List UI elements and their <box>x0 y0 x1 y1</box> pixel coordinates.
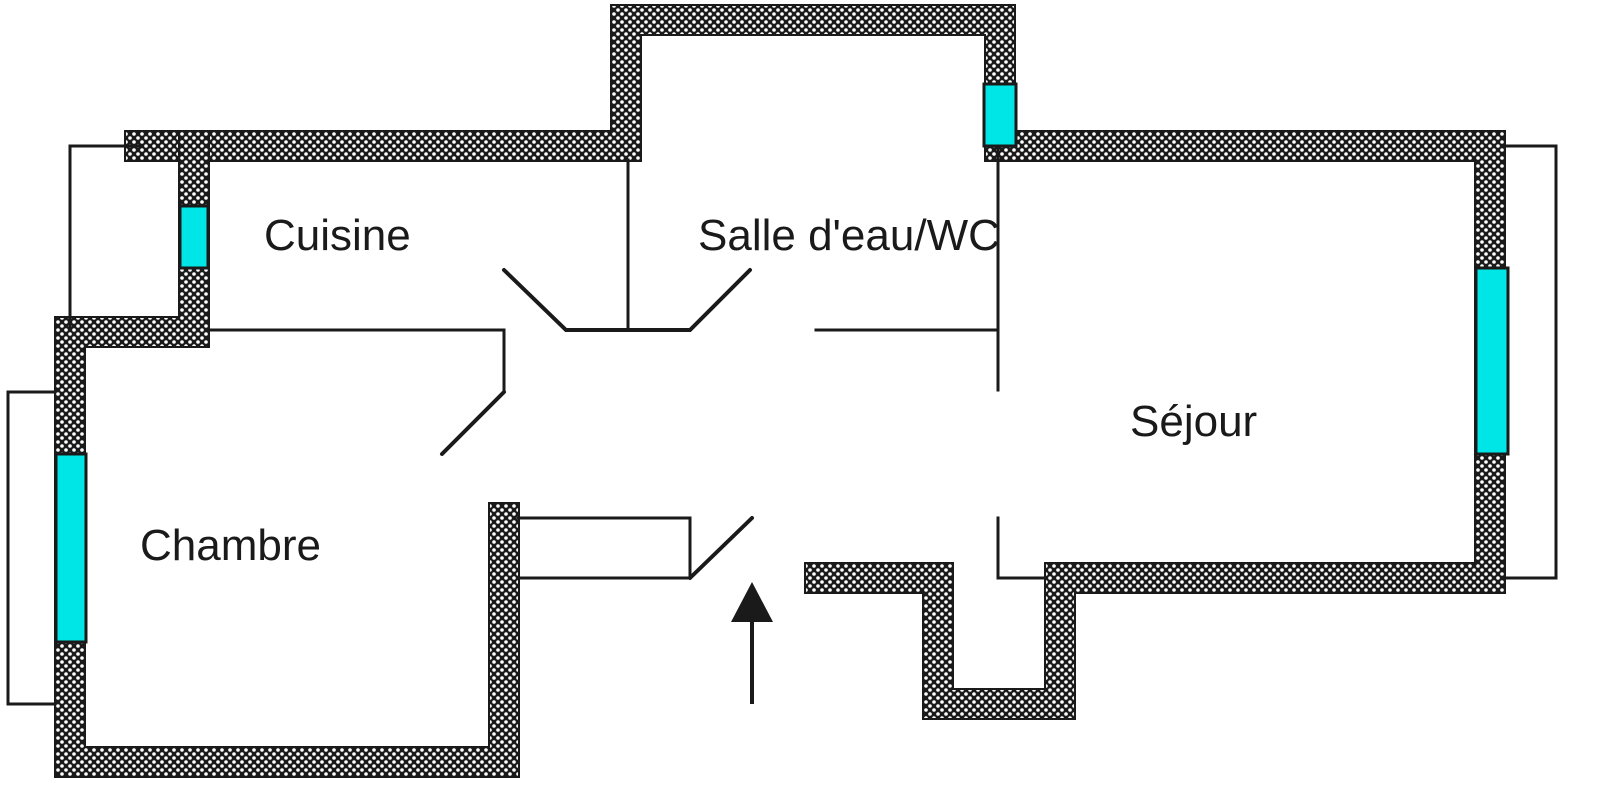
doors <box>440 268 754 580</box>
closet-outline <box>516 516 692 580</box>
window-sejour <box>1474 266 1510 456</box>
window-salle-eau <box>982 82 1018 148</box>
frame-chambre <box>6 390 56 706</box>
interior-walls <box>206 144 1048 580</box>
room-label-sejour: Séjour <box>1130 397 1257 446</box>
window-chambre <box>54 452 88 644</box>
room-label-chambre: Chambre <box>140 521 321 570</box>
door-cuisine <box>502 268 630 332</box>
window-cuisine <box>178 204 210 270</box>
door-entrance <box>688 516 754 580</box>
exterior-frames <box>6 144 1558 706</box>
door-chambre <box>440 390 506 456</box>
windows <box>54 82 1510 644</box>
wall-main-outline <box>124 4 1506 720</box>
door-salle-eau <box>626 268 752 332</box>
room-label-salle-eau: Salle d'eau/WC <box>698 211 1000 260</box>
arrow-up-icon <box>731 582 773 704</box>
frame-cuisine <box>68 144 140 332</box>
room-label-cuisine: Cuisine <box>264 211 411 260</box>
wall-main-outline-pattern <box>126 6 1504 718</box>
exterior-walls <box>54 4 1506 778</box>
frame-sejour <box>1506 144 1558 580</box>
